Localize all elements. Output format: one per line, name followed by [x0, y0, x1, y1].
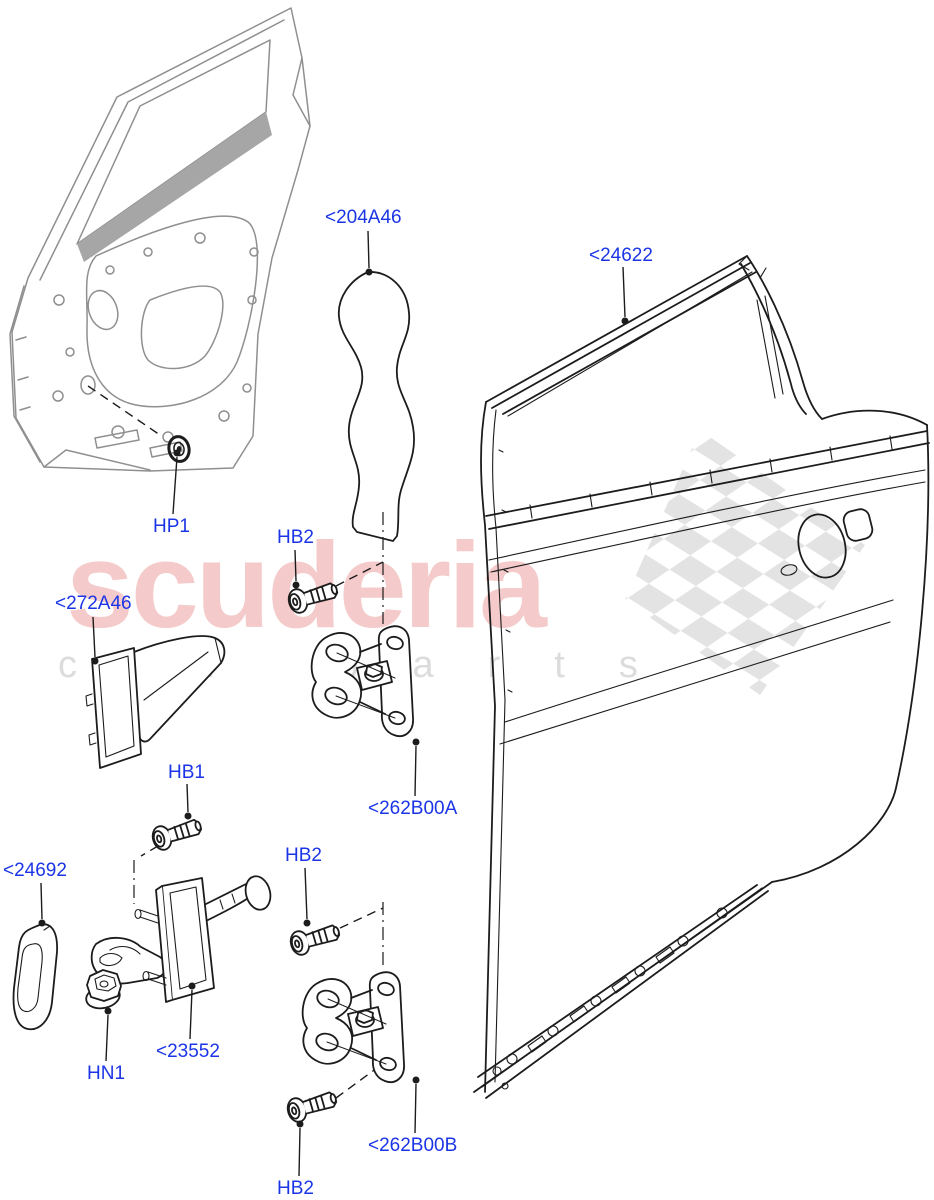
watermark-brand-text: scuderia	[66, 517, 547, 653]
callout-leader-line	[40, 882, 43, 920]
upper-hinge-part-262b00a	[310, 625, 414, 738]
water-shield-part-204a46	[338, 271, 415, 542]
nut-part-hn1	[85, 969, 122, 1010]
callout-leader-line	[414, 1083, 417, 1134]
grommet-part-hp1	[167, 435, 191, 463]
callout-leader-line	[105, 1014, 109, 1062]
check-arm-cover-part-272a46	[85, 635, 226, 769]
callout-anchor-dot	[412, 738, 420, 746]
part-label-272A46[interactable]: <272A46	[55, 593, 132, 614]
part-label-24622[interactable]: <24622	[589, 245, 653, 266]
callout-anchor-dot	[292, 581, 300, 589]
part-label-HB2[interactable]: HB2	[277, 527, 314, 548]
callout-anchor-dot	[91, 657, 99, 665]
bolt-hb1	[148, 813, 206, 854]
callout-layer: <204A46<24622HP1HB2<272A46HB1<24692HB2<2…	[3, 207, 653, 1199]
outer-door-panel-illustration-24622	[473, 255, 930, 1099]
callout-leader-line	[298, 1127, 301, 1177]
callout-anchor-dot	[188, 982, 196, 990]
callout-leader-line	[92, 616, 96, 658]
callout-anchor-dot	[303, 919, 311, 927]
part-label-HB2[interactable]: HB2	[285, 845, 322, 866]
part-label-HB1[interactable]: HB1	[168, 762, 205, 783]
callout-anchor-dot	[296, 1120, 304, 1128]
callout-leader-line	[414, 745, 417, 797]
callout-anchor-dot	[184, 812, 192, 820]
part-label-HP1[interactable]: HP1	[153, 516, 190, 537]
callout-leader-line	[304, 867, 308, 920]
callout-anchor-dot	[38, 919, 46, 927]
lower-cover-part-24692	[12, 923, 58, 1031]
callout-leader-line	[294, 549, 297, 582]
callout-anchor-dot	[621, 317, 629, 325]
part-label-HN1[interactable]: HN1	[87, 1063, 125, 1084]
callout-anchor-dot	[173, 449, 181, 457]
part-label-204A46[interactable]: <204A46	[325, 207, 402, 228]
part-label-24692[interactable]: <24692	[3, 860, 67, 881]
callout-leader-line	[367, 230, 370, 269]
callout-leader-line	[189, 989, 193, 1040]
inner-door-panel-illustration	[9, 7, 311, 472]
callout-leader-line	[622, 266, 626, 318]
callout-anchor-dot	[412, 1076, 420, 1084]
part-label-23552[interactable]: <23552	[156, 1041, 220, 1062]
callout-leader-line	[172, 456, 178, 515]
part-label-262B00B[interactable]: <262B00B	[368, 1135, 457, 1156]
door-check-strap-part-23552	[90, 875, 272, 1003]
bolt-hb2-lower	[284, 1086, 341, 1125]
callout-anchor-dot	[365, 268, 373, 276]
callout-leader-line	[186, 783, 189, 813]
watermark-checkered-flag	[625, 430, 865, 695]
part-label-HB2[interactable]: HB2	[277, 1178, 314, 1199]
lower-hinge-part-262b00b	[301, 971, 405, 1084]
bolt-hb2-middle	[287, 919, 344, 958]
callout-anchor-dot	[104, 1007, 112, 1015]
part-label-262B00A[interactable]: <262B00A	[368, 798, 458, 819]
